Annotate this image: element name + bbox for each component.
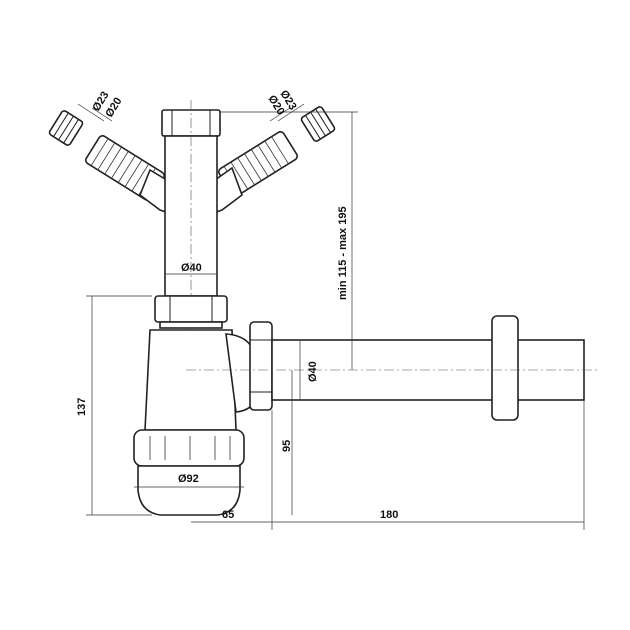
dim-cup: Ø92 xyxy=(178,473,199,485)
vertical-pipe xyxy=(161,100,221,515)
dim-offset: 65 xyxy=(222,509,234,521)
dim-outlet-pipe: Ø40 xyxy=(307,361,319,382)
siphon-cup xyxy=(133,429,245,516)
outlet-nut xyxy=(249,321,273,411)
dim-outlet-height: 95 xyxy=(281,440,293,452)
siphon-body xyxy=(144,329,257,431)
left-inlet-hose xyxy=(48,110,176,217)
dim-outlet-length: 180 xyxy=(380,509,398,521)
dim-total-height: 137 xyxy=(76,398,88,416)
dim-adjust-range: min 115 - max 195 xyxy=(337,206,349,300)
dimension-lines xyxy=(77,103,585,530)
outlet-pipe xyxy=(186,315,600,421)
upper-nut xyxy=(154,295,228,329)
dim-vertical-pipe: Ø40 xyxy=(181,262,202,274)
right-inlet-hose xyxy=(207,106,336,217)
